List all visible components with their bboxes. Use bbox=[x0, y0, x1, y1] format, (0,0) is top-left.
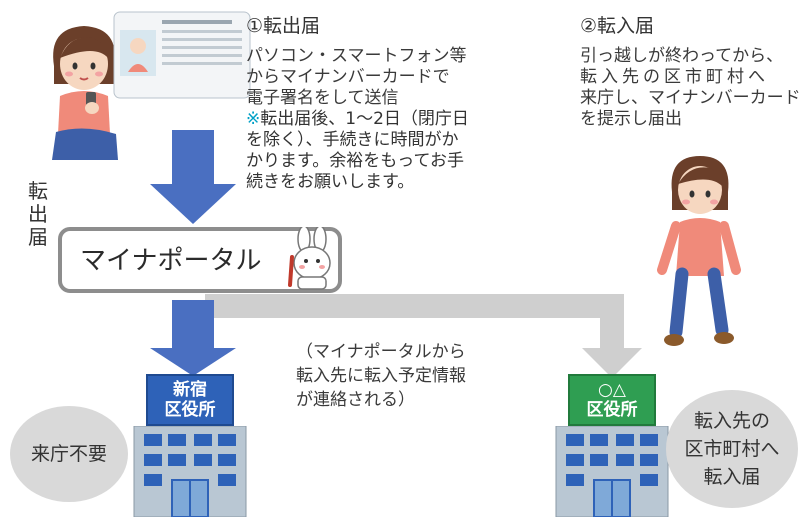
contact-note: （マイナポータルから 転入先に転入予定情報 が連絡される） bbox=[296, 340, 466, 412]
step1-note-line: 続きをお願いします。 bbox=[246, 172, 415, 192]
step2-line: を提示し届出 bbox=[580, 109, 682, 129]
blue-arrow-head-bottom bbox=[150, 348, 236, 376]
destination-ward-office-building: ○△ 区役所 bbox=[554, 374, 670, 517]
step2-line: 引っ越しが終わってから、 bbox=[580, 46, 784, 66]
vertical-label-char: 転 bbox=[28, 179, 48, 203]
step2-title: ②転入届 bbox=[580, 15, 655, 37]
step1-body: パソコン・スマートフォン等 からマイナンバーカードで 電子署名をして送信 ※転出… bbox=[246, 46, 469, 193]
step1-note-text: 転出届後、1～2日（閉庁日 bbox=[260, 109, 469, 129]
step2-line: 来庁し、マイナンバーカード bbox=[580, 88, 801, 108]
gray-arrow-head bbox=[582, 348, 642, 378]
contact-note-line: （マイナポータルから bbox=[296, 342, 466, 362]
building-body bbox=[133, 426, 247, 517]
bubble-line: 転入先の bbox=[693, 410, 770, 432]
contact-note-line: 転入先に転入予定情報 bbox=[296, 366, 466, 386]
woman-with-phone-illustration bbox=[52, 26, 118, 160]
gray-connector-arrow bbox=[205, 294, 624, 350]
blue-arrow-shaft-top bbox=[172, 130, 214, 186]
step2-body: 引っ越しが終わってから、 転入先の区市町村へ 来庁し、マイナンバーカード を提示… bbox=[580, 46, 801, 130]
building-body bbox=[555, 426, 669, 517]
bubble-text: 来庁不要 bbox=[30, 443, 107, 465]
transfer-in-bubble: 転入先の 区市町村へ 転入届 bbox=[666, 390, 798, 508]
office-sign-line: 区役所 bbox=[164, 400, 216, 420]
blue-arrow-head-top bbox=[150, 184, 236, 224]
vertical-label-transfer-out: 転 出 届 bbox=[26, 180, 50, 249]
office-sign-line: 区役所 bbox=[586, 400, 638, 420]
portal-label: マイナポータル bbox=[80, 246, 262, 276]
mascot-rabbit-icon bbox=[288, 227, 331, 290]
bubble-line: 区市町村へ bbox=[684, 438, 780, 460]
step1-note-line: ※転出届後、1～2日（閉庁日 bbox=[246, 109, 469, 130]
vertical-label-char: 届 bbox=[28, 225, 48, 249]
step1-line: 電子署名をして送信 bbox=[246, 88, 399, 108]
bubble-line: 転入届 bbox=[703, 466, 761, 488]
step1-line: からマイナンバーカードで bbox=[246, 67, 450, 87]
office-sign: ○△ 区役所 bbox=[568, 374, 656, 426]
note-mark: ※ bbox=[246, 109, 261, 129]
office-sign: 新宿 区役所 bbox=[146, 374, 234, 426]
step1-title: ①転出届 bbox=[246, 15, 321, 37]
walking-woman-illustration bbox=[657, 156, 741, 346]
mynaportal-box: マイナポータル bbox=[58, 227, 342, 293]
blue-arrow-shaft-bottom bbox=[172, 300, 214, 350]
vertical-label-char: 出 bbox=[28, 202, 48, 226]
step1-note-line: かります。余裕をもってお手 bbox=[246, 151, 464, 171]
step2-line: 転入先の区市町村へ bbox=[580, 67, 769, 87]
step1-line: パソコン・スマートフォン等 bbox=[246, 46, 467, 66]
id-card-illustration bbox=[113, 11, 251, 99]
no-visit-required-bubble: 来庁不要 bbox=[10, 406, 128, 502]
step1-note-line: を除く）、手続きに時間がか bbox=[246, 130, 459, 150]
office-sign-line: 新宿 bbox=[173, 380, 207, 400]
shinjuku-ward-office-building: 新宿 区役所 bbox=[132, 374, 248, 517]
contact-note-line: が連絡される） bbox=[296, 390, 415, 410]
office-sign-line: ○△ bbox=[598, 380, 626, 400]
